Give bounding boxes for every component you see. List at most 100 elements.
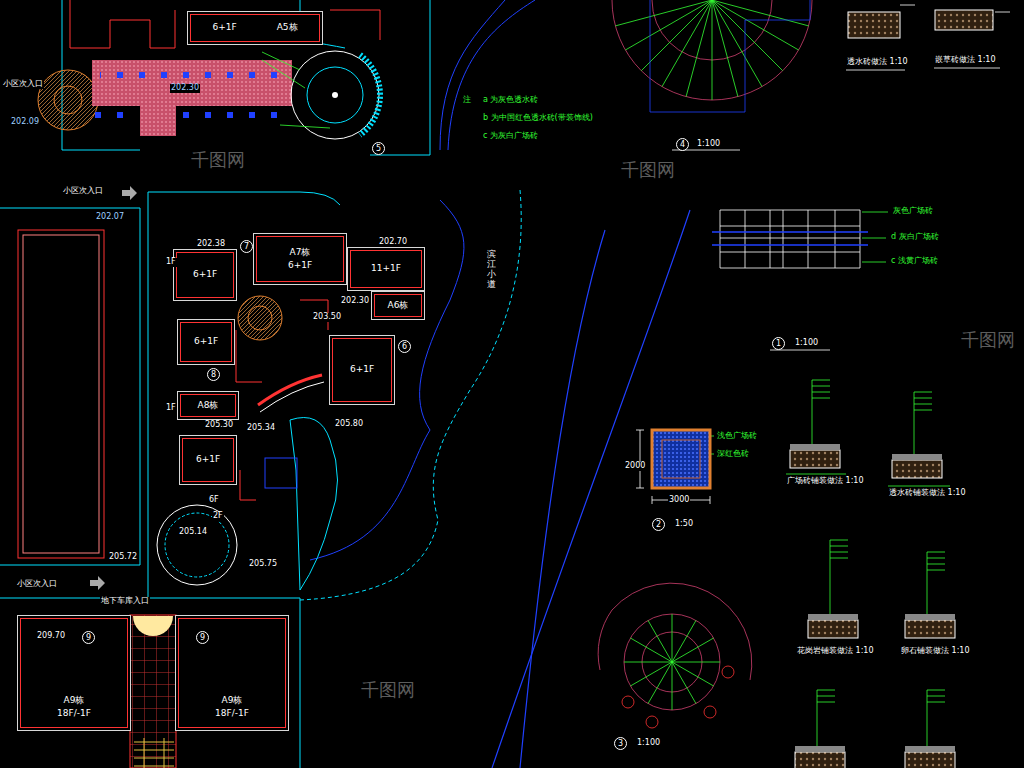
construction-section <box>817 690 835 746</box>
callout-number: 5 <box>372 142 385 155</box>
rose-pattern <box>615 0 808 100</box>
site-boundary <box>0 208 140 565</box>
road-edge <box>448 0 535 150</box>
plaza-detail <box>290 418 338 591</box>
leader-line <box>262 60 305 88</box>
building-label: 6+1F <box>288 261 312 271</box>
building-block: 11+1F <box>350 250 422 288</box>
plan-label: 1F <box>165 404 177 413</box>
plaza-detail <box>157 505 237 585</box>
note-text: d 灰白广场砖 <box>890 233 940 242</box>
plan-label: 205.14 <box>178 528 208 537</box>
callout-number: 1 <box>772 337 785 350</box>
construction-section <box>786 380 846 474</box>
entrance-arrow <box>90 186 137 590</box>
paving-grid <box>672 150 830 350</box>
plan-label: 205.80 <box>334 420 364 429</box>
plan-label: 透水砖做法 1:10 <box>846 58 909 67</box>
building-outline <box>18 0 380 558</box>
construction-section <box>790 450 840 468</box>
watermark: 千图网 <box>190 150 246 170</box>
note-text: 深红色砖 <box>716 450 750 459</box>
building-block: 6+1F <box>182 438 234 482</box>
building-block: 6+1F <box>332 338 392 402</box>
elevation-label: 202.07 <box>95 213 125 222</box>
entrance-paving <box>38 70 98 130</box>
plaza-paving <box>92 60 292 136</box>
paving-sample <box>662 440 700 478</box>
round-plaza <box>291 51 380 139</box>
construction-section <box>795 690 845 768</box>
construction-section <box>892 454 942 460</box>
leader-line <box>862 238 886 239</box>
construction-section <box>808 540 858 638</box>
flower-pattern <box>612 583 752 680</box>
building-block: A6栋 <box>374 294 422 317</box>
note-text: c 浅黄广场砖 <box>890 257 939 266</box>
plan-label: 202.70 <box>378 238 408 247</box>
plaza-paving <box>180 110 290 120</box>
building-outline <box>330 10 380 40</box>
garage-plaza <box>134 738 174 768</box>
plaza-paving <box>100 68 280 78</box>
plan-label: 202.30 <box>340 297 370 306</box>
plan-label: 6F <box>208 496 220 505</box>
construction-section <box>795 752 845 768</box>
paving-sample <box>652 430 710 488</box>
leader-line <box>262 52 888 454</box>
watermark: 千图网 <box>620 160 676 180</box>
callout-number: 7 <box>240 240 253 253</box>
plan-label: 1:100 <box>696 140 721 149</box>
flower-pattern <box>624 614 720 710</box>
plaza-detail <box>238 296 282 340</box>
building-label: A9栋 <box>64 696 85 706</box>
building-outline <box>18 230 104 558</box>
plan-label: 205.34 <box>246 424 276 433</box>
flower-pattern <box>722 666 734 678</box>
round-plaza <box>291 51 379 139</box>
plaza-detail <box>260 382 324 412</box>
construction-section <box>892 460 942 478</box>
detail-section <box>935 10 993 30</box>
paving-sample <box>636 430 710 504</box>
plan-label: 花岗岩铺装做法 1:10 <box>796 647 875 656</box>
elevation-label: 202.09 <box>10 118 40 127</box>
plan-label: 205.75 <box>248 560 278 569</box>
plaza-detail <box>157 296 338 590</box>
building-block: A8栋 <box>180 394 236 417</box>
building-label: A6栋 <box>388 301 409 311</box>
callout-number: 9 <box>82 631 95 644</box>
construction-section <box>927 690 945 746</box>
plan-label: 205.30 <box>204 421 234 430</box>
construction-section <box>905 690 955 768</box>
building-label: 18F/-1F <box>57 709 91 719</box>
note-text: b 为中国红色透水砖(带装饰线) <box>482 114 594 123</box>
plaza-detail <box>248 306 272 330</box>
construction-section <box>786 380 955 768</box>
building-outline <box>70 0 175 48</box>
plan-label: 透水砖铺装做法 1:10 <box>888 489 967 498</box>
entrance-paving <box>38 70 98 130</box>
round-plaza <box>307 67 363 123</box>
watermark: 千图网 <box>360 680 416 700</box>
leader-line <box>280 125 330 128</box>
construction-section <box>786 380 846 474</box>
detail-section <box>846 5 1010 70</box>
building-label: 6+1F <box>350 365 374 375</box>
plan-label: 203.50 <box>312 313 342 322</box>
building-outline <box>23 235 99 553</box>
plan-label: 2000 <box>624 462 646 471</box>
plan-label: 1F <box>165 258 177 267</box>
site-boundary <box>148 192 149 600</box>
building-label: A9栋 <box>222 696 243 706</box>
plaza-paving <box>92 60 292 106</box>
rose-pattern <box>650 0 810 112</box>
leader-line <box>262 52 300 70</box>
note-text: c 为灰白广场砖 <box>482 132 539 141</box>
callout-number: 9 <box>196 631 209 644</box>
plaza-detail <box>165 513 229 577</box>
construction-section <box>795 746 845 752</box>
flower-pattern <box>622 696 634 708</box>
building-block: 6+1F <box>176 252 234 298</box>
